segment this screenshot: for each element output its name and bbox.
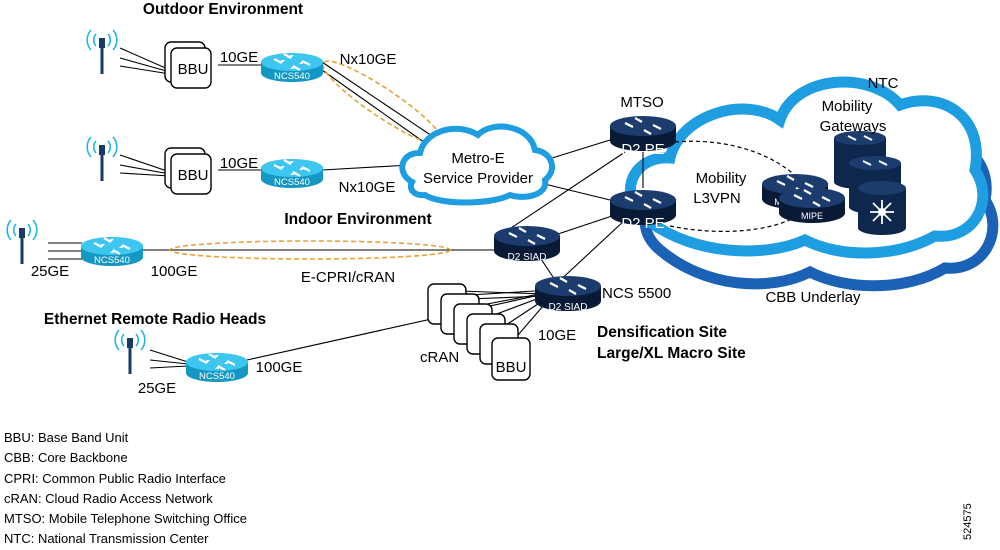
ntc-cloud	[624, 76, 989, 259]
ncs5500-label: NCS 5500	[602, 285, 671, 302]
cran-bbu-label: BBU	[496, 359, 527, 376]
metro-e-label: Metro-E	[451, 150, 504, 167]
outdoor-title: Outdoor Environment	[143, 1, 303, 18]
mipe-back-label: M	[774, 197, 782, 207]
cran-bbu-stack	[427, 283, 531, 381]
link-10ge-label: 10GE	[538, 327, 576, 344]
legend-item: CPRI: Common Public Radio Interface	[4, 470, 226, 486]
link-100ge-label: 100GE	[256, 359, 303, 376]
mobility-gateways-label: Gateways	[820, 118, 887, 135]
legend-item: MTSO: Mobile Telephone Switching Office	[4, 511, 248, 527]
legend-item: BBU: Base Band Unit	[4, 430, 129, 445]
bbu-label: BBU	[178, 61, 209, 78]
ntc-label: NTC	[868, 75, 899, 92]
densification-title: Densification Site	[597, 324, 727, 341]
d2-siad-label: D2 SIAD	[508, 252, 547, 263]
link-nx10ge-label: Nx10GE	[339, 179, 396, 196]
mobility-l3vpn-label: L3VPN	[693, 190, 741, 207]
legend-item: CBB: Core Backbone	[4, 450, 128, 466]
ncs540-label: NCS540	[274, 177, 310, 188]
legend-item: cRAN: Cloud Radio Access Network	[4, 490, 213, 506]
indoor-title: Indoor Environment	[284, 211, 431, 228]
ncs540-label: NCS540	[94, 255, 130, 266]
cran-label: cRAN	[420, 349, 459, 366]
l3vpn-path-top	[674, 140, 801, 181]
legend-item: NTC: National Transmission Center	[4, 531, 209, 547]
ethernet-rrh-title: Ethernet Remote Radio Heads	[44, 311, 266, 328]
link-ecpri-label: E-CPRI/cRAN	[301, 269, 395, 286]
macro-title: Large/XL Macro Site	[597, 345, 746, 362]
ncs540-label: NCS540	[274, 71, 310, 82]
ncs540-label: NCS540	[199, 371, 235, 382]
link-100ge-label: 100GE	[151, 263, 198, 280]
figure-id: 524575	[962, 503, 974, 540]
antenna-icon	[5, 218, 39, 266]
d2-pe-label: D2 PE	[621, 215, 664, 232]
cbb-underlay-label: CBB Underlay	[765, 289, 861, 306]
mobility-gateways-label: Mobility	[822, 98, 873, 115]
d2-siad-label: D2 SIAD	[549, 302, 588, 313]
hub-icon	[858, 181, 906, 235]
link-10ge-label: 10GE	[220, 155, 258, 172]
service-provider-label: Service Provider	[423, 170, 533, 187]
antenna-icon	[85, 135, 119, 183]
d2-pe-label: D2 PE	[621, 141, 664, 158]
link-nx10ge-label: Nx10GE	[340, 51, 397, 68]
link-25ge-label: 25GE	[138, 380, 176, 397]
abbreviation-legend: BBU: Base Band Unit CBB: Core Backbone C…	[4, 428, 247, 550]
antenna-icon	[113, 328, 147, 376]
mtso-label: MTSO	[620, 94, 663, 111]
link-25ge-label: 25GE	[31, 263, 69, 280]
metro-e-cloud	[399, 123, 555, 206]
bbu-label: BBU	[178, 167, 209, 184]
link-10ge-label: 10GE	[220, 49, 258, 66]
antenna-icon	[85, 28, 119, 76]
mipe-label: MIPE	[801, 211, 823, 221]
mobility-l3vpn-label: Mobility	[696, 170, 747, 187]
ecpri-bundle	[169, 240, 451, 260]
